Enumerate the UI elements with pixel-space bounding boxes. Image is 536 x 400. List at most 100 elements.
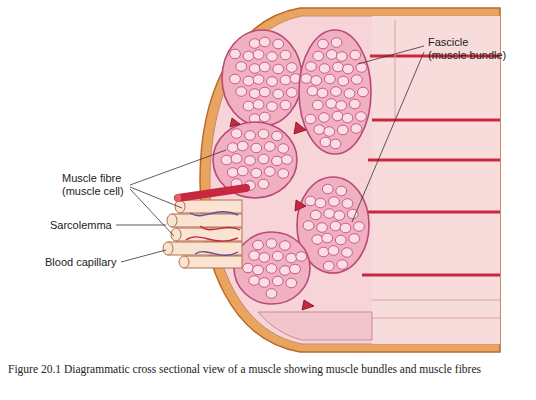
sarcolemma-label: Sarcolemma bbox=[50, 219, 112, 232]
muscle-fibre-section bbox=[249, 251, 260, 261]
muscle-fibre-section bbox=[231, 154, 242, 164]
muscle-fibre-section bbox=[251, 143, 262, 153]
muscle-fibre-section bbox=[272, 156, 283, 166]
muscle-fibre-section bbox=[326, 99, 337, 109]
muscle-fibre-section bbox=[342, 113, 353, 123]
muscle-fibre-section bbox=[231, 129, 242, 139]
muscle-fibre-section bbox=[317, 223, 328, 233]
muscle-fibre-section bbox=[303, 221, 314, 231]
muscle-fibre-label: Muscle fibre (muscle cell) bbox=[62, 172, 124, 198]
muscle-fibre-section bbox=[305, 196, 316, 206]
muscle-fibre-section bbox=[331, 38, 342, 48]
fascicle-outline bbox=[213, 122, 297, 198]
muscle-fibre-section bbox=[267, 77, 278, 87]
leader-lines bbox=[116, 46, 424, 262]
muscle-fibre-section bbox=[354, 222, 365, 232]
muscle-fibre-section bbox=[243, 51, 254, 61]
muscle-fibre-section bbox=[266, 264, 277, 274]
muscle-fibre-section bbox=[306, 62, 317, 72]
muscle-fibre-section bbox=[322, 233, 333, 243]
muscle-fibre-section bbox=[337, 125, 348, 135]
muscle-fibre-section bbox=[350, 50, 361, 60]
muscle-fibre-section bbox=[358, 87, 369, 97]
muscle-fibre-section bbox=[290, 264, 301, 274]
muscle-interior bbox=[210, 16, 500, 344]
fascicle-outline bbox=[222, 30, 302, 126]
muscle-fibre-section bbox=[315, 198, 326, 208]
muscle-fibre-section bbox=[253, 75, 264, 85]
muscle-fibre-section bbox=[264, 142, 275, 152]
muscle-fibre-section bbox=[349, 99, 360, 109]
muscle-fibre-section bbox=[267, 52, 278, 62]
muscle-fibre-section bbox=[249, 276, 260, 286]
muscle-fibre-section bbox=[230, 49, 241, 59]
muscle-fibre-section bbox=[253, 100, 264, 110]
muscle-fibre-section bbox=[245, 156, 256, 166]
muscle-fibre-section bbox=[320, 137, 331, 147]
muscle-fibre-section bbox=[258, 179, 269, 189]
muscle-fibre-section bbox=[328, 246, 339, 256]
muscle-fibre-section bbox=[338, 76, 349, 86]
muscle-fibre-section bbox=[330, 139, 341, 149]
muscle-fibre-section bbox=[278, 144, 289, 154]
muscle-fibre-section bbox=[318, 39, 329, 49]
muscle-fibre-section bbox=[342, 199, 353, 209]
muscle-fibre-section bbox=[236, 62, 247, 72]
muscle-fibre-section bbox=[258, 154, 269, 164]
muscle-fibre-section bbox=[312, 235, 323, 245]
muscle-fibre-section bbox=[301, 74, 312, 84]
muscle-fibre-section bbox=[324, 209, 335, 219]
muscle-fibre-section bbox=[335, 235, 346, 245]
muscle-fibre-section bbox=[282, 155, 293, 165]
muscle-fibre-section bbox=[356, 112, 367, 122]
muscle-fibre-section bbox=[336, 101, 347, 111]
muscle-fibre-section bbox=[332, 111, 343, 121]
muscle-fibre-section bbox=[253, 50, 264, 60]
muscle-fibre-section bbox=[249, 89, 260, 99]
muscle-fibre-section bbox=[280, 241, 291, 251]
muscle-fibre-section bbox=[272, 276, 283, 286]
blood-capillary-label: Blood capillary bbox=[45, 256, 117, 269]
muscle-fibre-section bbox=[305, 114, 316, 124]
muscle-fibre-section bbox=[266, 289, 277, 299]
muscle-fibre-section bbox=[344, 89, 355, 99]
muscle-fibre-section bbox=[323, 261, 334, 271]
fascicle-outline bbox=[234, 232, 310, 304]
muscle-fibre-section bbox=[280, 266, 291, 276]
muscle-fibre-section bbox=[259, 87, 270, 97]
muscle-fibre-section bbox=[243, 101, 254, 111]
muscle-fibre-section bbox=[334, 211, 345, 221]
muscle-fibre-section bbox=[324, 74, 335, 84]
muscle-fibre-section bbox=[243, 263, 254, 273]
muscle-fibre-section bbox=[249, 39, 260, 49]
muscle-fibre-section bbox=[253, 240, 264, 250]
muscle-fibre-section bbox=[264, 167, 275, 177]
muscle-fibre-section bbox=[251, 168, 262, 178]
muscle-fibre-section bbox=[227, 143, 238, 153]
muscle-fibre-section bbox=[286, 63, 297, 73]
muscle-fibre-section bbox=[272, 251, 283, 261]
muscle-fibre-section bbox=[322, 184, 333, 194]
muscle-fibre-section bbox=[286, 88, 297, 98]
muscle-fibre-section bbox=[312, 100, 323, 110]
muscle-fibre-section bbox=[273, 39, 284, 49]
muscle-fibre-section bbox=[266, 239, 277, 249]
capillary-network bbox=[186, 212, 240, 256]
muscle-fibre-section bbox=[278, 169, 289, 179]
muscle-fibre-section bbox=[237, 166, 248, 176]
muscle-fibre-section bbox=[230, 74, 241, 84]
muscle-fibre-section bbox=[296, 252, 307, 262]
muscle-fibre-section bbox=[331, 87, 342, 97]
muscle-fibre-section bbox=[258, 129, 269, 139]
fascicle bbox=[299, 30, 371, 154]
muscle-fibre-section bbox=[336, 186, 347, 196]
muscle-fibre-section bbox=[243, 76, 254, 86]
fascicle-label: Fascicle (muscle bundle) bbox=[428, 36, 507, 62]
muscle-fibre-section bbox=[342, 248, 353, 258]
muscle-fibre-section bbox=[336, 52, 347, 62]
muscle-fibre-section bbox=[221, 155, 232, 165]
muscle-fibre-section bbox=[313, 51, 324, 61]
muscle-fibre-section bbox=[329, 197, 340, 207]
muscle-fibre-section bbox=[280, 75, 291, 85]
vessels bbox=[230, 118, 314, 310]
